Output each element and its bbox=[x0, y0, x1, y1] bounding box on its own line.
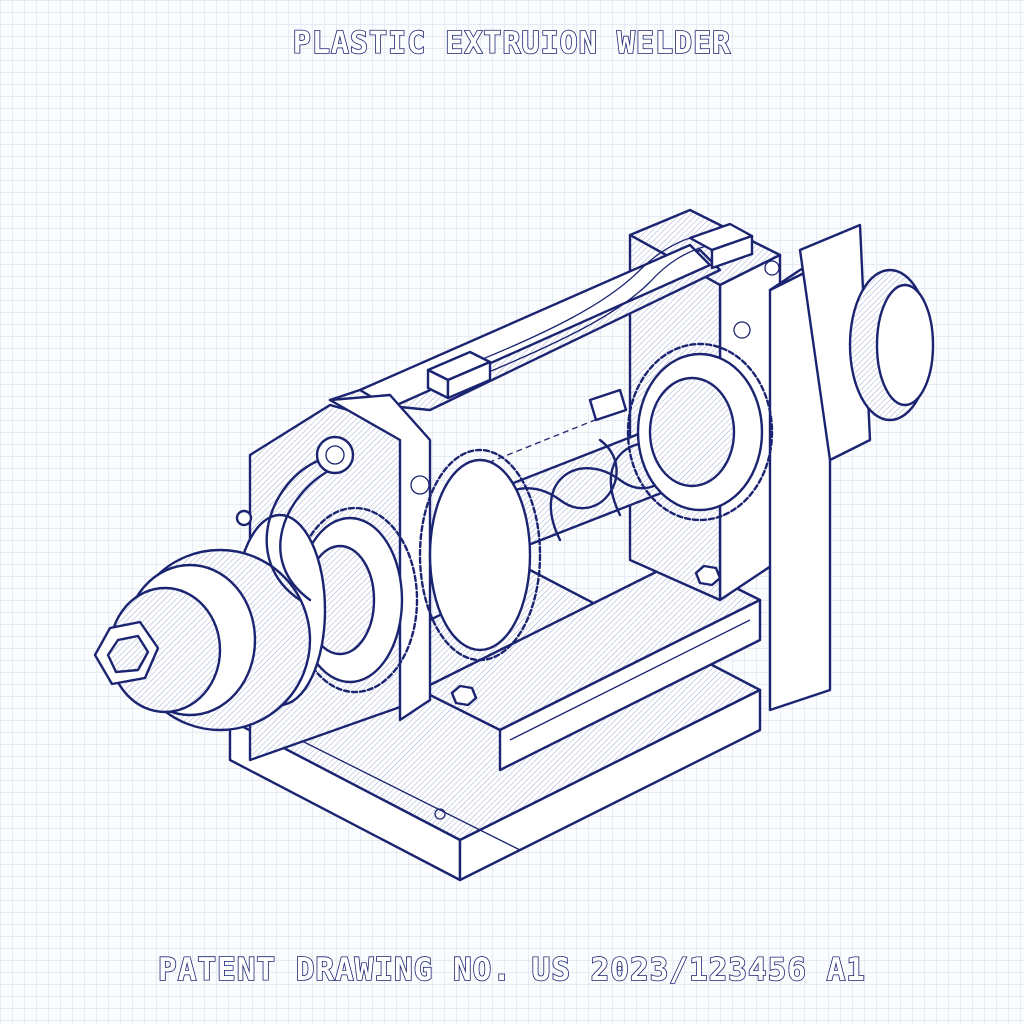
bolt-front-base bbox=[450, 684, 478, 707]
bolt-left bbox=[235, 509, 253, 527]
drawing-title: PLASTIC EXTRUION WELDER bbox=[292, 25, 732, 62]
connector-block-top bbox=[426, 350, 492, 400]
frame-bar bbox=[418, 558, 762, 772]
connector-block-rear bbox=[688, 222, 754, 270]
rear-bearing-housing bbox=[798, 223, 935, 462]
patent-caption: PATENT DRAWING NO. US 2023/123456 A1 bbox=[157, 951, 866, 989]
middle-gear bbox=[418, 448, 542, 662]
rear-gear bbox=[626, 342, 774, 522]
bolt-rear-base bbox=[694, 564, 722, 587]
front-nozzle bbox=[93, 513, 327, 732]
cable bbox=[265, 435, 355, 602]
